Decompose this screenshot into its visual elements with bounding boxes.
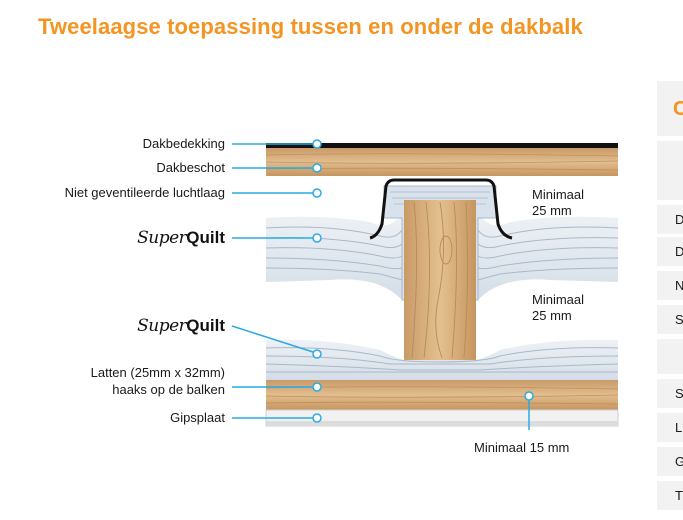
side-table-row: T [657, 480, 683, 510]
side-table-row: D [657, 236, 683, 266]
label-dakbeschot: Dakbeschot [156, 160, 225, 175]
dim-mid: Minimaal 25 mm [532, 292, 585, 323]
upper-quilt [266, 212, 402, 300]
dim-bottom: Minimaal 15 mm [474, 440, 570, 455]
side-table-row: S [657, 304, 683, 334]
side-table: C D D N S S L G T [657, 80, 683, 520]
brand-superquilt-upper: SuperQuilt [137, 228, 225, 248]
side-table-row: S [657, 378, 683, 408]
brand-superquilt-lower: SuperQuilt [137, 316, 225, 336]
rafter-clip [369, 178, 513, 240]
label-dakbedekking: Dakbedekking [142, 136, 225, 151]
dakbedekking-layer [266, 143, 618, 148]
side-table-row [657, 140, 683, 200]
lower-quilt [266, 339, 618, 380]
page-title: Tweelaagse toepassing tussen en onder de… [38, 14, 583, 39]
side-table-row [657, 338, 683, 374]
side-table-header: C [657, 80, 683, 136]
side-table-row: N [657, 270, 683, 300]
side-table-row: G [657, 446, 683, 476]
label-latten: Latten (25mm x 32mm) haaks op de balken [90, 365, 225, 397]
label-luchtlaag: Niet geventileerde luchtlaag [64, 185, 225, 200]
side-table-row: D [657, 204, 683, 234]
dim-top: Minimaal 25 mm [532, 187, 585, 218]
side-table-row: L [657, 412, 683, 442]
latten-board [266, 380, 618, 410]
label-gipsplaat: Gipsplaat [170, 410, 225, 425]
